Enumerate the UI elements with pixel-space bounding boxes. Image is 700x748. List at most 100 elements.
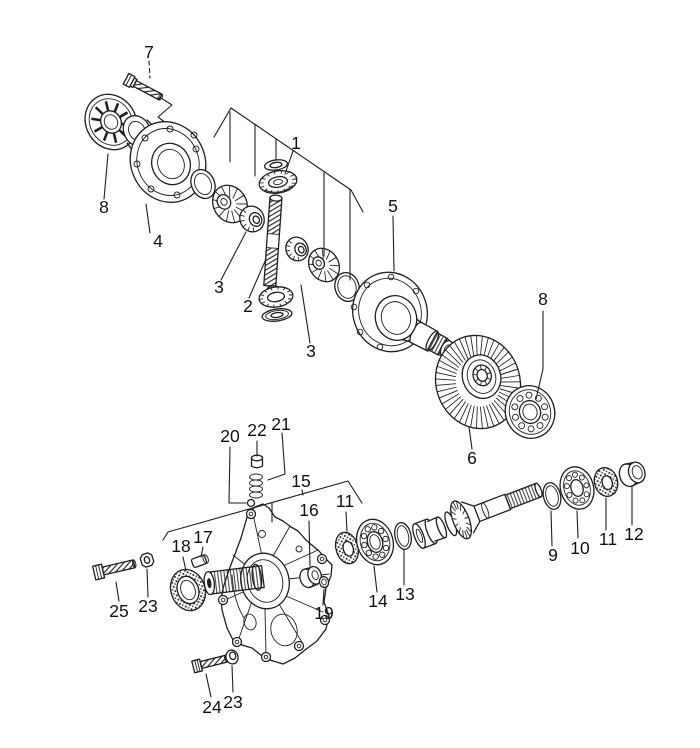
o-ring	[334, 272, 360, 302]
callout-10: 10	[570, 538, 590, 558]
callout-23-upper: 23	[138, 596, 157, 616]
snap-ring	[542, 482, 562, 510]
callout-3-left: 3	[214, 277, 224, 297]
hex-bolt-icon	[92, 559, 137, 581]
leader-15b	[301, 489, 304, 496]
callout-2: 2	[243, 296, 253, 316]
leader-17	[200, 546, 204, 558]
callout-14: 14	[368, 591, 388, 611]
callout-16: 16	[299, 500, 318, 520]
leader-21	[267, 432, 286, 481]
leader-23b	[231, 665, 234, 693]
leader-18	[182, 556, 187, 572]
callout-12: 12	[624, 524, 643, 544]
hex-nut-icon	[139, 552, 155, 568]
differential-gear-set	[211, 159, 360, 322]
pinion-shaft	[412, 482, 543, 549]
callout-17: 17	[193, 527, 212, 547]
callout-7: 7	[144, 42, 154, 62]
callout-6: 6	[467, 448, 477, 468]
leader-25	[115, 581, 120, 602]
ring-gear	[434, 334, 522, 430]
bushing	[299, 565, 323, 589]
leader-6	[468, 426, 473, 450]
callout-8-left: 8	[99, 197, 109, 217]
housing-bolt-bosses	[217, 508, 331, 663]
callout-15: 15	[291, 471, 310, 491]
housing-openings	[243, 530, 303, 647]
leader-24	[205, 673, 212, 698]
detent-ball	[246, 498, 256, 508]
callout-11-right: 11	[599, 529, 617, 549]
leader-5	[392, 215, 395, 272]
bevel-pinion-gear	[307, 247, 341, 283]
leader-4	[145, 203, 151, 234]
thrust-washer-top	[263, 159, 289, 171]
callout-1: 1	[291, 133, 301, 153]
shim-ring	[190, 168, 216, 200]
flange-bolt-holes	[350, 273, 420, 351]
thrust-cone	[285, 236, 309, 262]
leader-10	[576, 510, 579, 539]
leader-19	[322, 588, 325, 606]
leader-9	[550, 510, 553, 547]
dowel-pin	[190, 554, 209, 569]
callout-9: 9	[548, 545, 558, 565]
callout-labels: 1 2 3 3 4 5 6 7 8 8 9 10 11 11 12 13 14 …	[99, 42, 644, 717]
leader-lines	[103, 60, 633, 698]
roller-bearing-10	[559, 466, 595, 510]
bracket-1	[213, 107, 364, 213]
ball-bearing-right	[504, 385, 556, 439]
leader-8b	[535, 310, 544, 400]
side-gear-bottom	[258, 285, 294, 308]
callout-20: 20	[220, 426, 240, 446]
ball-bearing-left	[84, 93, 138, 151]
leader-3b	[300, 284, 311, 344]
leader-7	[148, 60, 151, 79]
callout-24: 24	[202, 697, 222, 717]
callout-11-left: 11	[336, 491, 354, 511]
callout-13: 13	[395, 584, 414, 604]
leader-14	[373, 565, 378, 593]
callout-21: 21	[271, 414, 290, 434]
leader-1f	[284, 150, 294, 175]
leader-23a	[146, 568, 149, 598]
callout-18: 18	[171, 536, 190, 556]
side-cover-housing	[203, 503, 333, 665]
leader-16	[308, 520, 311, 567]
callout-3-right: 3	[306, 341, 316, 361]
bracket-15	[162, 480, 363, 541]
side-gear-top	[258, 170, 298, 194]
leader-20	[228, 446, 247, 504]
drive-flange	[350, 271, 453, 358]
detent-cap	[250, 454, 264, 469]
spacer-ring-13	[394, 522, 412, 550]
lock-washer-icon	[225, 649, 239, 665]
leader-2	[248, 258, 267, 299]
small-o-ring	[318, 575, 330, 589]
needle-bearing-left	[334, 531, 360, 565]
leader-8a	[103, 153, 109, 200]
roller-bearing-14	[355, 518, 395, 566]
leader-11l	[345, 511, 348, 532]
needle-bearing-right	[593, 467, 619, 497]
splined-stub-shaft	[203, 563, 265, 596]
shaft-seal	[169, 568, 207, 612]
callout-8-right: 8	[538, 289, 548, 309]
callout-4: 4	[153, 231, 163, 251]
thrust-cone	[239, 205, 265, 233]
callout-22: 22	[247, 420, 266, 440]
cross-shaft	[263, 194, 283, 287]
end-cap	[618, 461, 646, 488]
axle-drive-flange	[122, 114, 207, 203]
callout-5: 5	[388, 196, 398, 216]
thrust-washer-bottom	[261, 308, 293, 322]
leader-3a	[220, 231, 247, 281]
callout-19: 19	[314, 603, 333, 623]
callout-23-lower: 23	[223, 692, 242, 712]
hex-bolt-icon	[191, 654, 229, 674]
bevel-pinion-gear	[211, 184, 249, 224]
callout-25: 25	[109, 601, 128, 621]
